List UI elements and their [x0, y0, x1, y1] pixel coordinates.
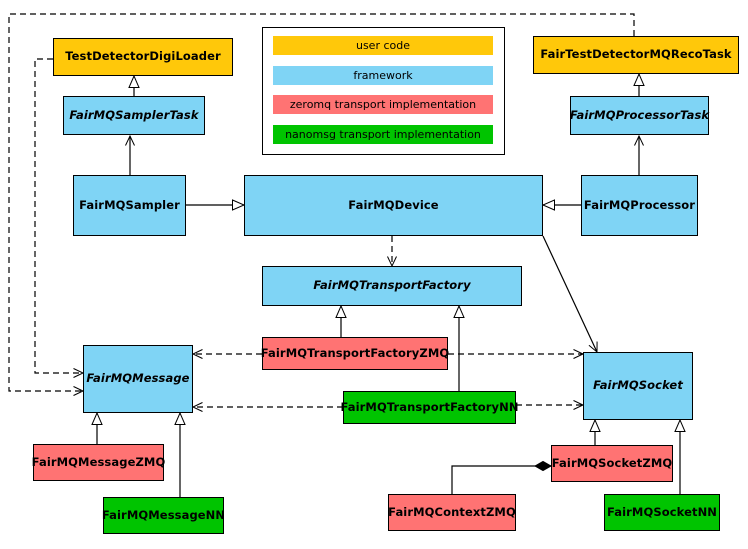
class-label: FairMQSocketZMQ — [551, 455, 673, 470]
class-label: FairTestDetectorMQRecoTask — [540, 47, 732, 62]
class-box-fairmqcontextzmq[interactable]: FairMQContextZMQ — [388, 494, 516, 531]
class-label: FairMQMessageNN — [101, 507, 226, 522]
class-label: FairMQTransportFactoryZMQ — [260, 345, 450, 360]
legend-label-zeromq: zeromq transport implementation — [289, 98, 477, 111]
class-label: FairMQProcessor — [583, 197, 696, 212]
class-label: FairMQMessageZMQ — [31, 454, 166, 469]
legend-item-framework: framework — [273, 66, 493, 85]
class-box-fairmqtransportfactorynn[interactable]: FairMQTransportFactoryNN — [340, 391, 519, 424]
legend-label-framework: framework — [353, 69, 413, 82]
class-label: FairMQSocketNN — [606, 504, 718, 519]
class-box-fairmqdevice[interactable]: FairMQDevice — [244, 175, 543, 236]
class-box-fairtestdetectormqrecotask[interactable]: FairTestDetectorMQRecoTask — [533, 36, 739, 74]
class-box-testdetectordigiloader[interactable]: TestDetectorDigiLoader — [53, 38, 233, 76]
class-box-fairmqmessagenn[interactable]: FairMQMessageNN — [101, 497, 226, 534]
class-box-fairmqtransportfactory[interactable]: FairMQTransportFactory — [262, 266, 522, 306]
class-box-fairmqmessage[interactable]: FairMQMessage — [83, 345, 193, 413]
class-label: FairMQDevice — [348, 197, 439, 212]
class-label: FairMQSampler — [79, 197, 180, 212]
class-box-fairmqsamplertask[interactable]: FairMQSamplerTask — [63, 96, 205, 135]
legend-item-user-code: user code — [273, 36, 493, 55]
class-label: FairMQSocket — [593, 378, 683, 393]
legend-item-zeromq: zeromq transport implementation — [273, 95, 493, 114]
class-label: FairMQMessage — [86, 371, 190, 386]
class-box-fairmqprocessortask[interactable]: FairMQProcessorTask — [570, 96, 709, 135]
legend-label-nanomsg: nanomsg transport implementation — [285, 128, 481, 141]
class-box-fairmqtransportfactoryzmq[interactable]: FairMQTransportFactoryZMQ — [260, 337, 450, 370]
class-label: FairMQTransportFactoryNN — [340, 399, 519, 414]
class-label: FairMQTransportFactory — [313, 278, 471, 293]
class-label: TestDetectorDigiLoader — [65, 49, 221, 64]
class-label: FairMQContextZMQ — [388, 504, 516, 519]
class-label: FairMQProcessorTask — [569, 107, 710, 122]
class-box-fairmqsocketzmq[interactable]: FairMQSocketZMQ — [551, 445, 673, 482]
class-box-fairmqmessagezmq[interactable]: FairMQMessageZMQ — [31, 444, 166, 481]
legend-label-user-code: user code — [355, 39, 411, 52]
class-box-fairmqsampler[interactable]: FairMQSampler — [73, 175, 186, 236]
edge-device-socket — [542, 235, 598, 354]
class-label: FairMQSamplerTask — [69, 107, 199, 122]
legend-item-nanomsg: nanomsg transport implementation — [273, 125, 493, 144]
class-box-fairmqsocketnn[interactable]: FairMQSocketNN — [604, 494, 720, 531]
class-box-fairmqprocessor[interactable]: FairMQProcessor — [581, 175, 698, 236]
class-box-fairmqsocket[interactable]: FairMQSocket — [583, 352, 693, 420]
